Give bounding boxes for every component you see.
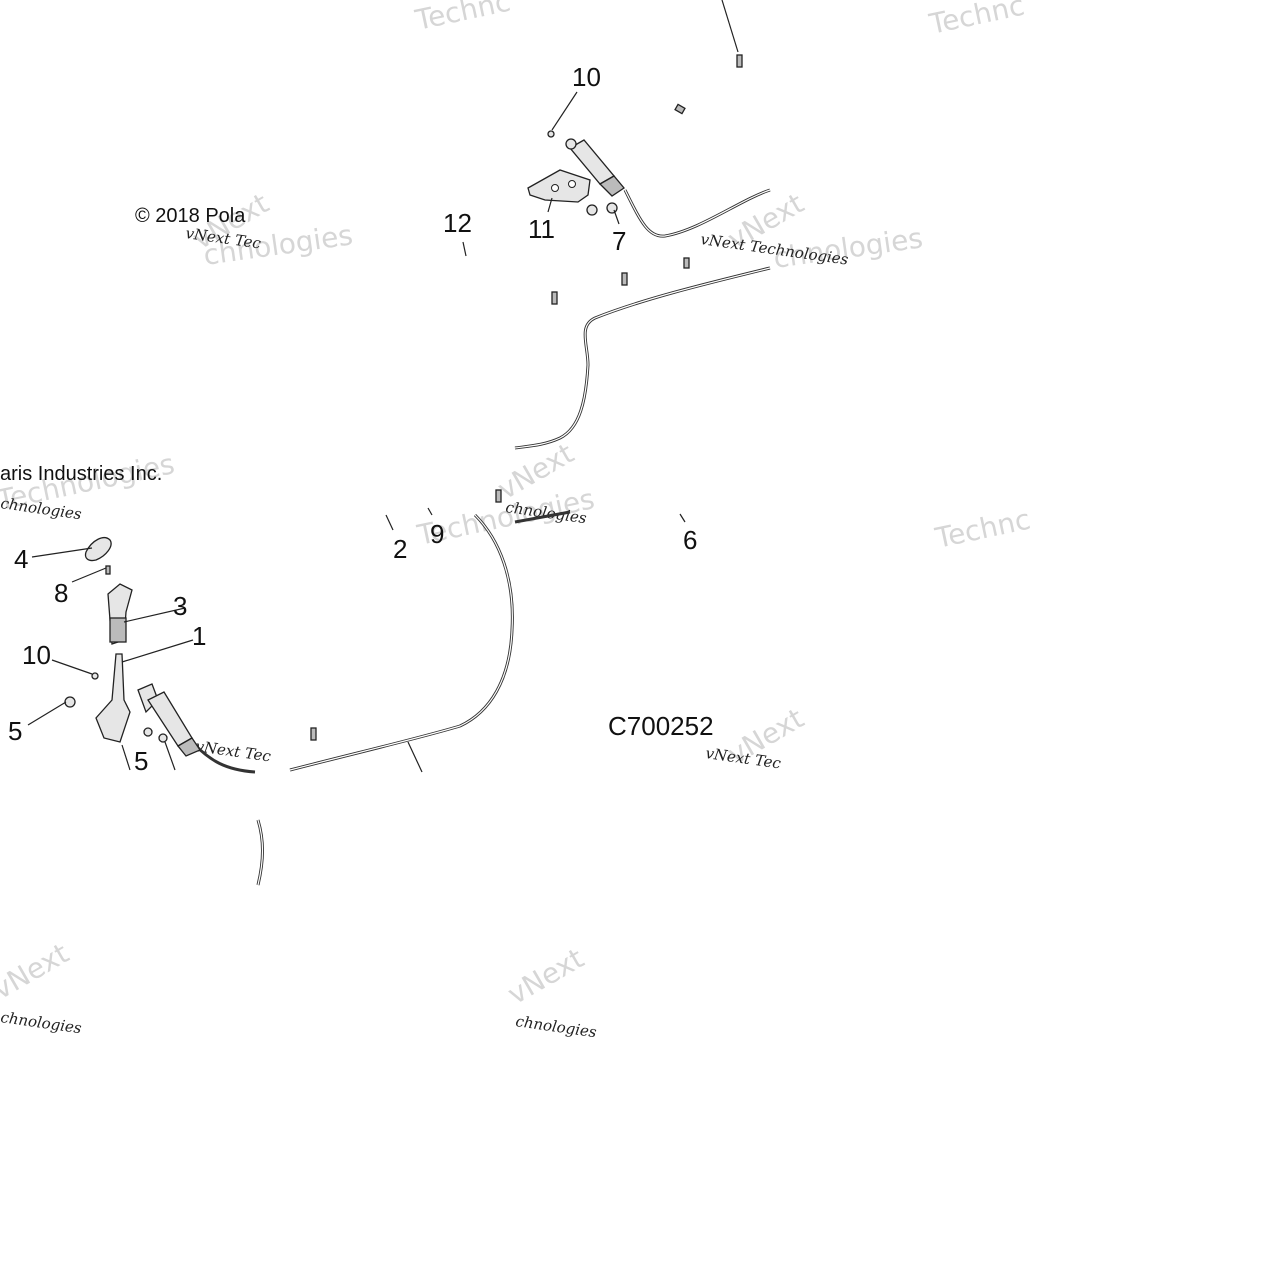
- leader-line: [71, 567, 107, 583]
- upper-brake-assembly: [495, 0, 771, 503]
- clip: [683, 257, 690, 269]
- nut: [64, 696, 76, 708]
- lower-parking-brake-assembly: [64, 510, 571, 886]
- washer: [91, 672, 99, 680]
- nut: [143, 727, 153, 737]
- watermark-text: Technc: [932, 503, 1034, 555]
- clip: [310, 727, 317, 741]
- brake-line-segment: [514, 510, 571, 524]
- brake-lever: [95, 653, 131, 743]
- clip: [495, 489, 502, 503]
- nut: [606, 202, 618, 214]
- callout-label: 1: [192, 621, 206, 651]
- brake-cylinder: [147, 691, 193, 747]
- leader-line: [407, 741, 423, 773]
- leader-line: [121, 744, 131, 771]
- brake-line-segment: [514, 267, 771, 449]
- grip-cap: [84, 537, 112, 562]
- clip: [674, 103, 686, 115]
- brake-line-segment: [289, 514, 513, 771]
- cable-segment: [624, 189, 771, 237]
- leader-line: [551, 91, 578, 131]
- washer: [547, 130, 555, 138]
- watermark-text: Technc: [412, 0, 514, 37]
- leader-lines: [27, 91, 686, 773]
- clip: [551, 291, 558, 305]
- mounting-bracket: [527, 169, 591, 203]
- callout-label: 4: [14, 544, 28, 574]
- callout-label: 11: [528, 214, 555, 244]
- leader-line: [613, 209, 620, 225]
- watermark-text: vNext: [0, 937, 74, 1006]
- watermark-text: vNext: [502, 942, 589, 1011]
- watermark-small-layer: vNext Tec vNext Technologies chnologies …: [0, 224, 850, 1041]
- callout-label: 6: [683, 525, 697, 555]
- watermark-small: chnologies: [514, 1012, 598, 1041]
- bolt: [736, 54, 743, 68]
- cable-segment: [257, 819, 264, 886]
- bracket-hole: [568, 180, 576, 188]
- grip-sleeve: [109, 617, 127, 643]
- clip: [621, 272, 628, 286]
- leader-line: [427, 507, 433, 516]
- leader-line: [385, 514, 394, 531]
- copyright-text: aris Industries Inc.: [0, 463, 162, 485]
- nut: [586, 204, 598, 216]
- callout-label: 7: [612, 226, 626, 256]
- callout-label: 10: [572, 62, 601, 92]
- leader-line: [27, 701, 67, 726]
- leader-line: [164, 741, 176, 771]
- callout-labels: 10 12 11 7 2 9 6 4 8 3 1 10 5 5: [8, 62, 697, 776]
- callout-label: 10: [22, 640, 51, 670]
- screw: [105, 565, 111, 575]
- bracket-hole: [551, 184, 559, 192]
- cylinder-fitting: [598, 175, 625, 197]
- figure-id: C700252: [608, 711, 714, 741]
- callout-label: 12: [443, 208, 472, 238]
- leader-line: [123, 607, 186, 623]
- leader-line: [31, 547, 93, 558]
- cylinder-end: [565, 138, 577, 150]
- watermark-small: chnologies: [0, 1008, 83, 1037]
- callout-label: 3: [173, 591, 187, 621]
- callout-label: 5: [8, 716, 22, 746]
- callout-label: 5: [134, 746, 148, 776]
- leader-line: [547, 197, 553, 213]
- copyright-text: © 2018 Pola: [135, 205, 246, 227]
- callout-label: 2: [393, 534, 407, 564]
- callout-label: 8: [54, 578, 68, 608]
- leader-line: [679, 513, 686, 523]
- cylinder-fitting: [177, 737, 201, 757]
- callout-label: 9: [430, 519, 444, 549]
- leader-line: [721, 0, 739, 53]
- leader-line: [462, 241, 467, 257]
- leader-line: [121, 639, 194, 663]
- nut: [158, 733, 168, 743]
- watermark-text: Technc: [926, 0, 1028, 41]
- watermark-small: vNext Tec: [194, 737, 272, 765]
- leader-line: [51, 659, 93, 675]
